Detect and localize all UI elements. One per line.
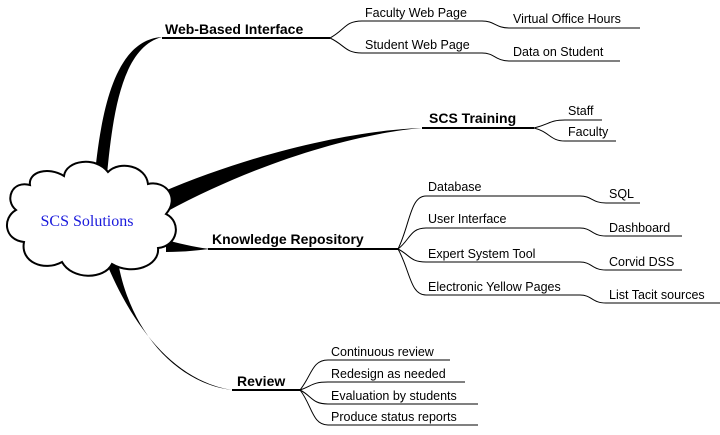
center-label: SCS Solutions (41, 213, 134, 230)
branch-web-student-leaf (481, 52, 620, 62)
subtopic-electronic-yellow-pages: Electronic Yellow Pages (428, 280, 561, 294)
branch-kr-expert (397, 248, 580, 263)
subtopic-user-interface: User Interface (428, 212, 507, 226)
branch-review-2 (299, 381, 465, 391)
branch-kr-ui (397, 227, 580, 250)
connector-review (106, 262, 232, 390)
branch-review-3 (299, 389, 478, 405)
connector-training (160, 128, 422, 212)
leaf-dashboard: Dashboard (609, 221, 670, 235)
branch-web-faculty-leaf (481, 20, 640, 29)
branch-kr-database (397, 195, 580, 250)
subtopic-expert-system-tool: Expert System Tool (428, 247, 535, 261)
branch-review-1 (299, 359, 450, 391)
subtopic-student-web-page: Student Web Page (365, 38, 470, 52)
connector-web (94, 37, 162, 185)
branch-review-4 (299, 389, 478, 426)
subtopic-produce-status-reports: Produce status reports (331, 410, 457, 424)
subtopic-staff: Staff (568, 104, 594, 118)
subtopic-evaluation-by-students: Evaluation by students (331, 389, 457, 403)
subtopic-redesign-as-needed: Redesign as needed (331, 367, 446, 381)
subtopic-faculty-web-page: Faculty Web Page (365, 6, 467, 20)
leaf-corvid-dss: Corvid DSS (609, 255, 674, 269)
center-cloud (6, 160, 177, 277)
leaf-sql: SQL (609, 187, 634, 201)
subtopic-database: Database (428, 180, 482, 194)
branch-training-faculty (533, 127, 616, 142)
leaf-list-tacit-sources: List Tacit sources (609, 288, 705, 302)
branch-kr-ui-leaf (579, 227, 682, 237)
topic-knowledge-repository: Knowledge Repository (212, 231, 364, 247)
topic-review: Review (237, 373, 285, 389)
branch-kr-expert-leaf (579, 261, 682, 271)
leaf-data-on-student: Data on Student (513, 45, 604, 59)
branch-kr-yellow-leaf (579, 294, 720, 304)
topic-web-based-interface: Web-Based Interface (165, 21, 303, 37)
branch-kr-database-leaf (579, 195, 640, 204)
branch-training-staff (533, 119, 602, 129)
subtopic-faculty: Faculty (568, 125, 609, 139)
branch-web-student (329, 37, 482, 54)
subtopic-continuous-review: Continuous review (331, 345, 435, 359)
branch-web-faculty (329, 20, 482, 39)
connector-knowledge (166, 240, 210, 252)
branch-kr-yellow (397, 248, 580, 296)
leaf-virtual-office-hours: Virtual Office Hours (513, 12, 621, 26)
topic-scs-training: SCS Training (429, 110, 516, 126)
